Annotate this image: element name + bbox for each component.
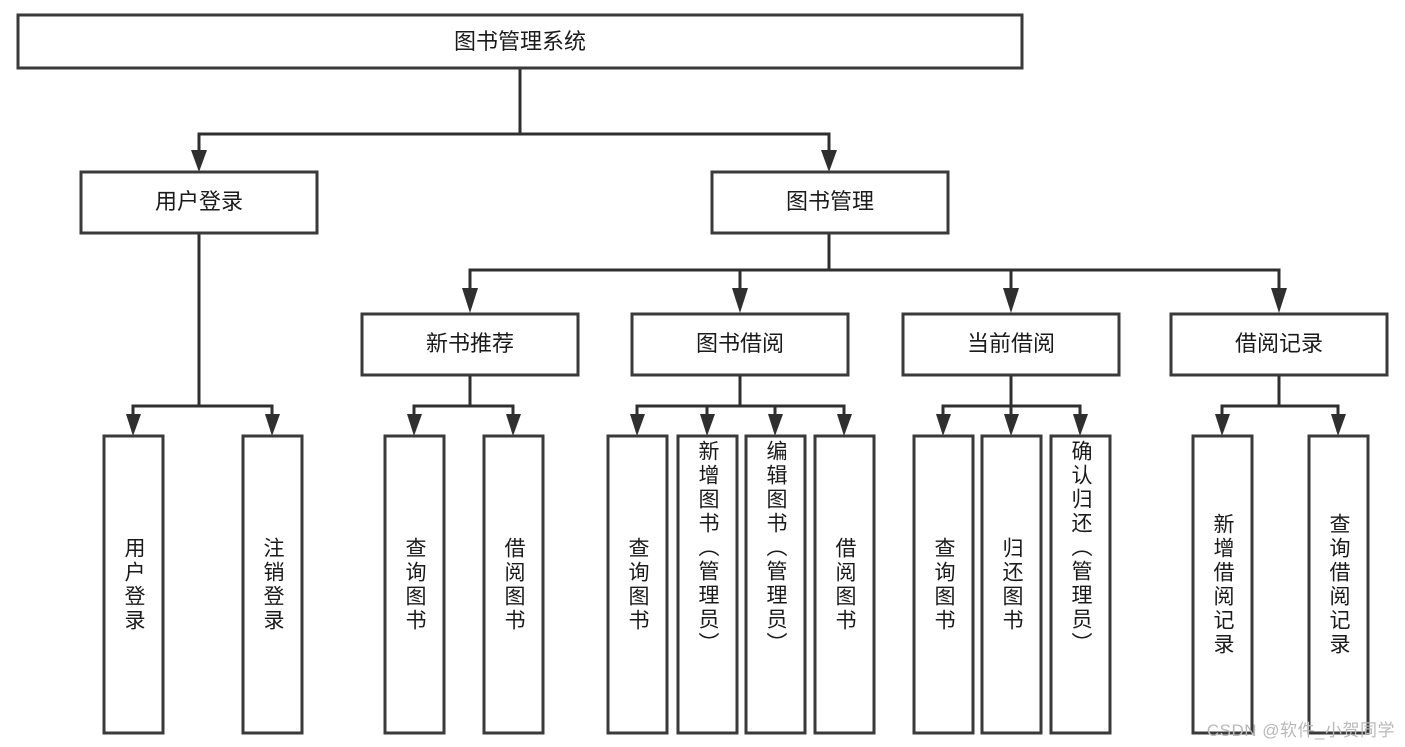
node-root-book-management-system[interactable]: 图书管理系统 [16,13,1024,70]
csdn-watermark: CSDN @软件_小贺同学 [1206,721,1395,740]
leaf-user-login-logout-label: 注销登录 [261,536,284,633]
leaf-book-borrow-borrow-label: 借阅图书 [833,536,856,633]
leaf-new-book-query[interactable]: 查询图书 [383,434,446,735]
leaf-current-borrow-return-label: 归还图书 [1000,536,1023,633]
node-new-book-recommend[interactable]: 新书推荐 [360,312,580,377]
node-borrow-record[interactable]: 借阅记录 [1169,312,1389,377]
node-user-login-label: 用户登录 [155,189,243,214]
node-root-label: 图书管理系统 [454,29,586,54]
connectors-user-login-leaves [126,233,280,436]
leaf-current-borrow-confirm-return[interactable]: 确认归还（管理员） [1049,434,1112,735]
leaf-new-book-query-label: 查询图书 [403,536,426,633]
leaf-current-borrow-confirm-return-label: 确认归还（管理员） [1069,440,1092,656]
leaf-user-login-logout[interactable]: 注销登录 [241,434,304,735]
connectors-level2-to-level3 [462,233,1287,313]
leaf-book-borrow-borrow[interactable]: 借阅图书 [813,434,876,735]
leaf-book-borrow-query-label: 查询图书 [626,536,649,633]
node-borrow-record-label: 借阅记录 [1235,331,1323,356]
node-current-borrow-label: 当前借阅 [967,331,1055,356]
node-book-borrow-label: 图书借阅 [696,331,784,356]
leaf-current-borrow-query-label: 查询图书 [932,536,955,633]
leaf-borrow-record-add[interactable]: 新增借阅记录 [1191,434,1254,735]
leaf-book-borrow-add[interactable]: 新增图书（管理员） [676,434,739,735]
leaf-borrow-record-add-label: 新增借阅记录 [1211,512,1234,657]
leaf-book-borrow-edit-label: 编辑图书（管理员） [764,440,787,656]
leaf-user-login-login-label: 用户登录 [122,536,145,633]
node-book-management[interactable]: 图书管理 [710,170,950,235]
leaf-book-borrow-edit[interactable]: 编辑图书（管理员） [744,434,807,735]
connectors-new-book-leaves [407,375,521,436]
node-book-management-label: 图书管理 [786,189,874,214]
node-current-borrow[interactable]: 当前借阅 [901,312,1121,377]
leaf-book-borrow-query[interactable]: 查询图书 [606,434,669,735]
node-book-borrow[interactable]: 图书借阅 [630,312,850,377]
leaf-borrow-record-query[interactable]: 查询借阅记录 [1307,434,1370,735]
leaf-new-book-borrow-label: 借阅图书 [502,536,525,633]
connectors-current-borrow-leaves [936,375,1088,436]
leaf-borrow-record-query-label: 查询借阅记录 [1327,512,1350,657]
node-new-book-recommend-label: 新书推荐 [426,331,514,356]
leaf-current-borrow-return[interactable]: 归还图书 [980,434,1043,735]
leaf-current-borrow-query[interactable]: 查询图书 [912,434,975,735]
leaf-user-login-login[interactable]: 用户登录 [102,434,165,735]
connectors-root-to-level2 [191,68,837,172]
connectors-borrow-record-leaves [1215,375,1346,436]
leaf-book-borrow-add-label: 新增图书（管理员） [696,440,719,656]
connectors-book-borrow-leaves [630,375,852,436]
leaf-new-book-borrow[interactable]: 借阅图书 [482,434,545,735]
node-user-login[interactable]: 用户登录 [79,170,319,235]
